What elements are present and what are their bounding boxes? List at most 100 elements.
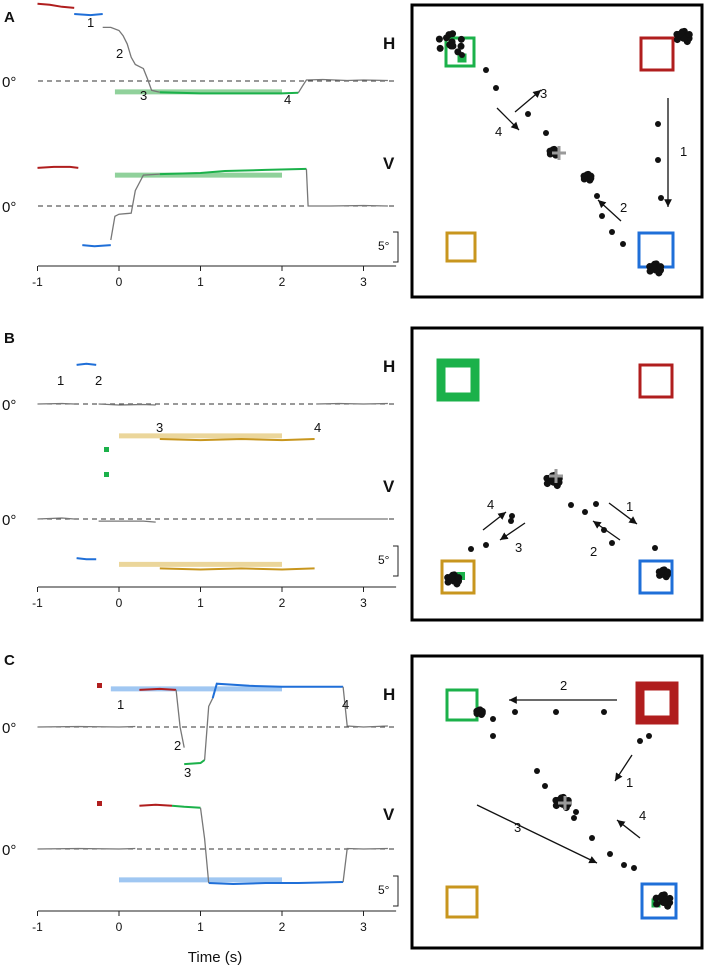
trace-segment-blue xyxy=(74,13,103,17)
trace-segment-yellow xyxy=(159,567,315,571)
x-tick-label: 2 xyxy=(279,596,286,610)
trace-segment-gray xyxy=(37,725,136,728)
gaze-sample xyxy=(658,195,664,201)
trace-segment-red xyxy=(139,687,177,691)
step-label: 3 xyxy=(140,88,147,103)
zero-label: 0° xyxy=(2,842,16,859)
v-label: V xyxy=(383,805,395,824)
saccade-arrow xyxy=(482,511,507,531)
gaze-sample xyxy=(587,172,595,180)
arrow-label: 3 xyxy=(515,540,522,555)
saccade-arrow xyxy=(514,89,542,113)
gaze-sample xyxy=(490,716,496,722)
gaze-sample xyxy=(601,527,607,533)
scale-label: 5° xyxy=(378,553,390,567)
gaze-sample xyxy=(573,809,579,815)
target-square-yellow xyxy=(440,559,476,595)
saccade-arrow xyxy=(616,819,641,839)
h-label: H xyxy=(383,34,395,53)
arrow-label: 2 xyxy=(620,200,627,215)
x-tick-label: -1 xyxy=(32,275,43,289)
gaze-sample xyxy=(478,707,486,715)
trace-segment-gray xyxy=(37,517,75,520)
scale-label: 5° xyxy=(378,239,390,253)
gaze-sample xyxy=(637,738,643,744)
zero-label: 0° xyxy=(2,720,16,737)
trace-segment-blue xyxy=(76,362,97,366)
gaze-sample xyxy=(556,796,564,804)
arrow-label: 1 xyxy=(626,499,633,514)
gaze-sample xyxy=(459,52,465,58)
gaze-sample xyxy=(483,542,489,548)
gaze-sample xyxy=(685,30,693,38)
zero-label: 0° xyxy=(2,74,16,91)
x-tick-label: -1 xyxy=(32,920,43,934)
saccade-arrow xyxy=(499,522,526,541)
gaze-sample xyxy=(589,835,595,841)
x-tick-label: 1 xyxy=(197,920,204,934)
gaze-sample xyxy=(658,567,666,575)
gaze-sample xyxy=(653,900,661,908)
target-square-red xyxy=(635,681,679,725)
target-display-frame xyxy=(410,3,704,299)
trace-segment-gray xyxy=(297,78,388,94)
panel-letter: C xyxy=(4,652,15,669)
zero-label: 0° xyxy=(2,397,16,414)
trace-segment-red xyxy=(37,2,75,9)
trace-segment-gray xyxy=(102,26,160,93)
arrow-label: 2 xyxy=(590,544,597,559)
saccade-arrow xyxy=(608,502,638,525)
x-tick-label: 3 xyxy=(360,596,367,610)
gaze-sample xyxy=(655,157,661,163)
fixation-cross xyxy=(549,469,563,483)
scale-label: 5° xyxy=(378,883,390,897)
step-label: 4 xyxy=(284,92,291,107)
gaze-sample xyxy=(677,30,685,38)
arrow-label: 3 xyxy=(514,820,521,835)
trace-segment-green xyxy=(159,91,299,95)
gaze-sample xyxy=(457,35,465,43)
target-display-frame xyxy=(410,326,704,622)
gaze-sample xyxy=(490,733,496,739)
x-tick-label: 0 xyxy=(116,920,123,934)
target-square-red xyxy=(639,36,675,72)
gaze-sample xyxy=(571,815,577,821)
saccade-arrow xyxy=(597,199,622,222)
scale-bar xyxy=(393,231,399,263)
gaze-sample xyxy=(652,545,658,551)
gaze-sample xyxy=(436,44,444,52)
gaze-sample xyxy=(542,783,548,789)
trace-segment-gray xyxy=(316,402,388,405)
trace-segment-gray xyxy=(110,173,160,241)
gaze-sample xyxy=(444,578,452,586)
step-label: 4 xyxy=(314,420,321,435)
gaze-sample xyxy=(543,480,551,488)
h-label: H xyxy=(383,685,395,704)
gaze-sample xyxy=(582,509,588,515)
trace-segment-gray xyxy=(342,847,388,883)
trace-segment-red xyxy=(37,165,79,169)
arrow-label: 4 xyxy=(495,124,502,139)
step-label: 1 xyxy=(57,373,64,388)
panel-letter: A xyxy=(4,9,15,26)
gaze-sample xyxy=(673,36,681,44)
gaze-sample xyxy=(657,263,665,271)
fixation-cross xyxy=(558,796,572,810)
gaze-sample xyxy=(607,851,613,857)
trace-segment-blue xyxy=(211,682,344,699)
saccade-arrow xyxy=(496,107,520,131)
x-tick-label: 0 xyxy=(116,596,123,610)
trace-segment-green xyxy=(171,804,201,809)
step-label: 1 xyxy=(117,697,124,712)
step-label: 3 xyxy=(156,420,163,435)
gaze-sample xyxy=(657,893,665,901)
small-marker xyxy=(104,472,109,477)
gaze-sample xyxy=(553,709,559,715)
step-label: 3 xyxy=(184,765,191,780)
gaze-sample xyxy=(468,546,474,552)
gaze-sample xyxy=(455,574,463,582)
trace-segment-blue xyxy=(82,244,111,248)
gaze-sample xyxy=(594,193,600,199)
gaze-sample xyxy=(649,262,657,270)
x-tick-label: 2 xyxy=(279,920,286,934)
